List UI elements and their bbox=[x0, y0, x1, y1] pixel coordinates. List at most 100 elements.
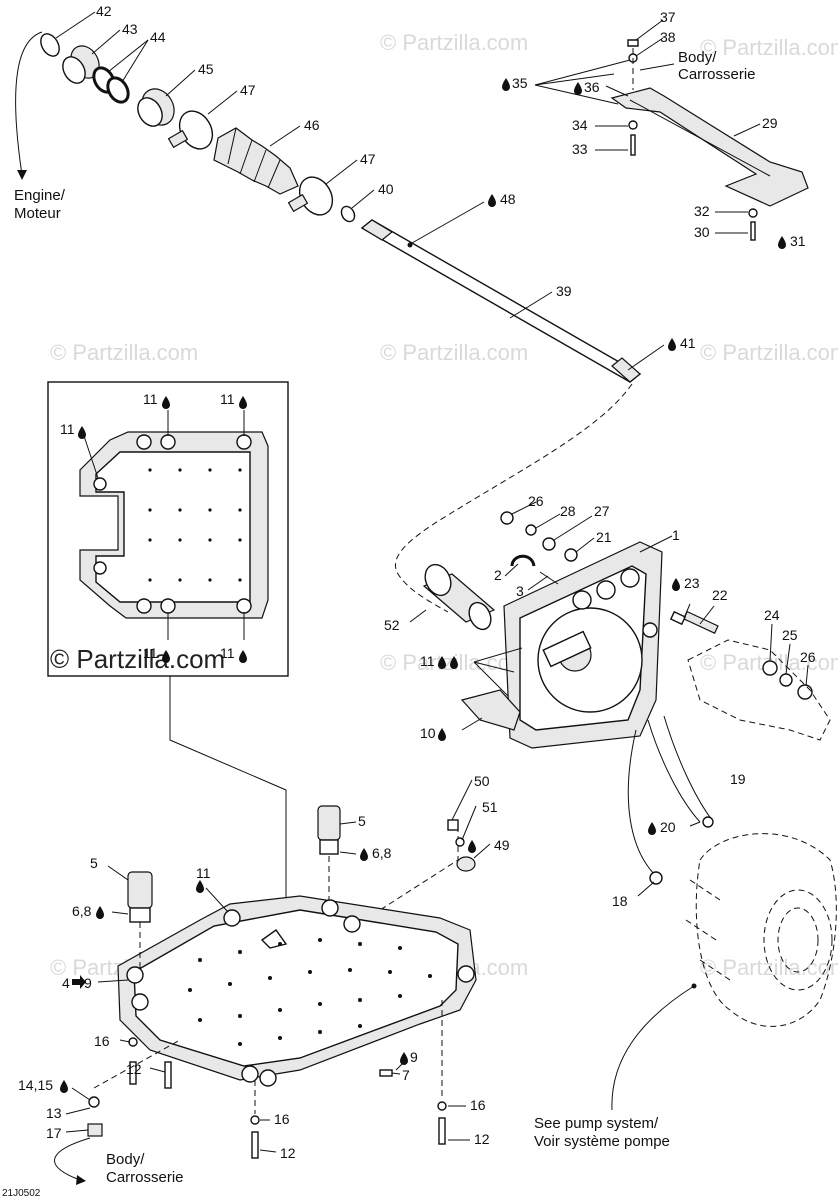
watermark: © Partzilla.com bbox=[700, 340, 838, 365]
body-note: Carrosserie bbox=[678, 66, 756, 83]
callout: 33 bbox=[572, 141, 588, 157]
plate-holes bbox=[188, 938, 432, 1046]
pump-casing-phantom bbox=[685, 833, 837, 1027]
arrow-head bbox=[17, 170, 27, 180]
drop-icon bbox=[648, 822, 656, 835]
callout: 44 bbox=[150, 29, 166, 45]
drop-icon bbox=[468, 840, 476, 853]
callout: 11 bbox=[143, 645, 158, 661]
drop-icon bbox=[360, 848, 368, 861]
screw-part bbox=[438, 1117, 446, 1145]
watermark: © Partzilla.com bbox=[50, 340, 198, 365]
drop-icon bbox=[239, 396, 247, 409]
callout: 26 bbox=[800, 649, 816, 665]
fitting-part bbox=[317, 805, 341, 855]
callout: 20 bbox=[660, 819, 676, 835]
callout: 41 bbox=[680, 335, 696, 351]
watermark: © Partzilla.com bbox=[50, 644, 225, 674]
callout: 5 bbox=[358, 813, 366, 829]
callout: 11 bbox=[220, 645, 235, 661]
callout: 31 bbox=[790, 233, 806, 249]
u-bolt-part bbox=[510, 554, 536, 567]
callout: 10 bbox=[420, 725, 436, 741]
callout: 29 bbox=[762, 115, 778, 131]
drop-icon bbox=[502, 78, 510, 91]
drop-icon bbox=[96, 906, 104, 919]
callout-labels: 42 43 44 45 47 46 47 40 48 39 41 37 38 3… bbox=[18, 3, 816, 1161]
pump-note: See pump system/ bbox=[534, 1115, 659, 1132]
watermark: © Partzilla.com bbox=[380, 30, 528, 55]
callout: 18 bbox=[612, 893, 628, 909]
engine-note: Engine/ bbox=[14, 187, 66, 204]
washer-part bbox=[525, 524, 537, 536]
washer-part bbox=[564, 548, 578, 562]
callout: 11 bbox=[420, 653, 435, 669]
screw-part bbox=[129, 1061, 137, 1085]
plug-leader bbox=[379, 826, 459, 911]
callout: 43 bbox=[122, 21, 138, 37]
clamp-part bbox=[167, 110, 214, 150]
callout: 39 bbox=[556, 283, 572, 299]
drop-icon bbox=[239, 650, 247, 663]
callout: 11 bbox=[220, 391, 235, 407]
callout: 34 bbox=[572, 117, 588, 133]
watermark: © Partzilla.com bbox=[700, 35, 838, 60]
washer-part bbox=[762, 660, 778, 676]
circlip-part bbox=[40, 33, 60, 57]
callout: 3 bbox=[516, 583, 524, 599]
drop-icon bbox=[162, 396, 170, 409]
callout: 30 bbox=[694, 224, 710, 240]
callout: 11 bbox=[60, 421, 75, 437]
drop-icon bbox=[78, 426, 86, 439]
pump-housing-assembly bbox=[409, 501, 831, 749]
body-note: Body/ bbox=[106, 1151, 145, 1168]
clamp-part bbox=[287, 176, 334, 216]
body-note: Carrosserie bbox=[106, 1169, 184, 1186]
hull-bracket-phantom bbox=[687, 639, 831, 741]
drop-icon bbox=[400, 1052, 408, 1065]
nut-part bbox=[797, 684, 813, 700]
drive-shaft-assembly bbox=[15, 11, 665, 383]
support-bracket-part bbox=[610, 87, 809, 207]
screw-part bbox=[164, 1061, 172, 1089]
callout: 1 bbox=[672, 527, 680, 543]
callout: 6,8 bbox=[72, 903, 92, 919]
inset-view-panel: © Partzilla.com bbox=[47, 381, 289, 677]
sleeve-part bbox=[422, 563, 496, 631]
callout: 47 bbox=[240, 82, 256, 98]
callout: 5 bbox=[90, 855, 98, 871]
callout: 12 bbox=[280, 1145, 296, 1161]
callout: 36 bbox=[584, 79, 600, 95]
screw-part bbox=[251, 1131, 259, 1159]
nut-part bbox=[500, 511, 514, 525]
callout: 24 bbox=[764, 607, 780, 623]
watermark: © Partzilla.com bbox=[380, 340, 528, 365]
intake-plate-part bbox=[460, 689, 521, 731]
engine-leader bbox=[15, 31, 43, 176]
callout: 45 bbox=[198, 61, 214, 77]
ride-plate-assembly bbox=[54, 779, 491, 1185]
engine-note: Moteur bbox=[14, 205, 61, 222]
callout: 17 bbox=[46, 1125, 62, 1141]
callout: 27 bbox=[594, 503, 610, 519]
callout: 50 bbox=[474, 773, 490, 789]
fitting-part bbox=[127, 871, 153, 923]
callout: 13 bbox=[46, 1105, 62, 1121]
bearing-ring-part bbox=[137, 88, 175, 127]
drop-icon bbox=[196, 880, 204, 893]
callout: 6,8 bbox=[372, 845, 392, 861]
washer-part bbox=[779, 673, 793, 687]
pump-note: Voir système pompe bbox=[534, 1133, 670, 1150]
o-ring-part bbox=[106, 76, 130, 104]
drop-icon bbox=[162, 650, 170, 663]
callout: 16 bbox=[94, 1033, 110, 1049]
drop-icon bbox=[778, 236, 786, 249]
callout: 16 bbox=[470, 1097, 486, 1113]
drop-icon bbox=[574, 82, 582, 95]
callout: 12 bbox=[474, 1131, 490, 1147]
hose-part bbox=[627, 715, 714, 885]
bellows-boot-part bbox=[213, 127, 299, 195]
callout: 48 bbox=[500, 191, 516, 207]
stud-part bbox=[669, 610, 719, 635]
